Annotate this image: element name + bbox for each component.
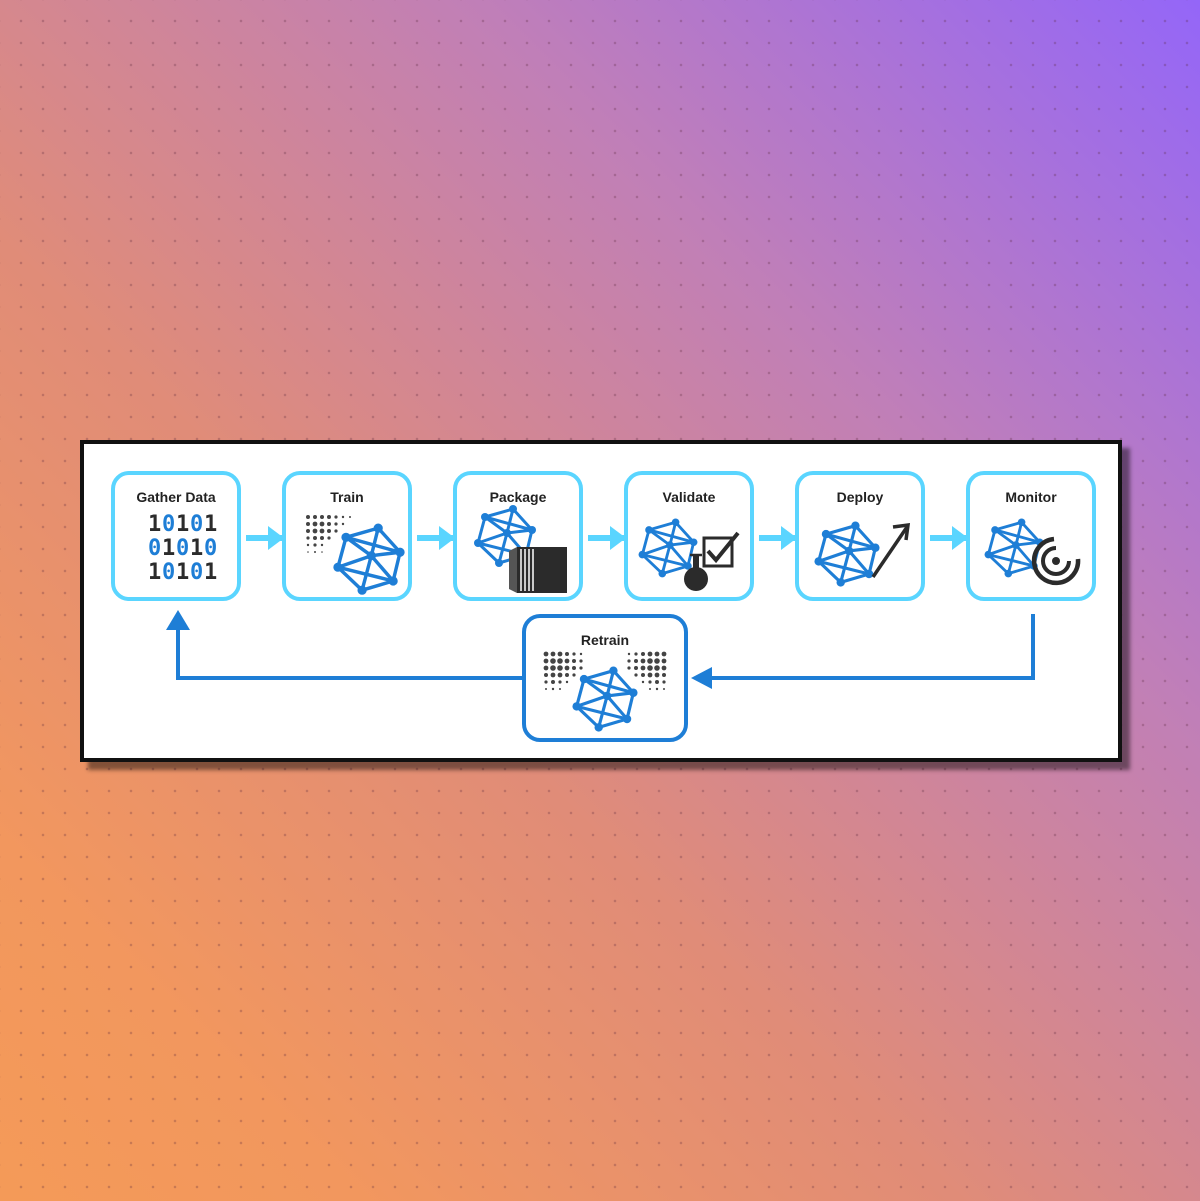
feedback-loop (176, 614, 1035, 680)
network-graph (638, 518, 698, 578)
dot-matrix-right (627, 651, 667, 691)
feedback-arrowheads (166, 610, 712, 689)
arrow-up-right-icon (814, 521, 911, 587)
svg-text:1: 1 (204, 560, 217, 585)
stage-label: Train (330, 489, 364, 505)
radar-rings (1031, 536, 1081, 586)
shipping-container (509, 547, 567, 593)
neural-network-icon (306, 515, 405, 595)
stage-label: Package (489, 489, 547, 505)
container-icon (474, 505, 567, 593)
stage-validate: Validate (624, 471, 754, 601)
svg-text:0: 0 (190, 512, 203, 537)
svg-text:0: 0 (148, 536, 161, 561)
svg-text:0: 0 (162, 560, 175, 585)
network-graph (572, 666, 638, 732)
flask-check-icon (638, 518, 740, 591)
svg-text:1: 1 (176, 560, 189, 585)
svg-text:1: 1 (176, 512, 189, 537)
stage-package: Package (453, 471, 583, 601)
forward-arrowheads (268, 526, 968, 550)
svg-text:1: 1 (190, 536, 203, 561)
svg-text:0: 0 (204, 536, 217, 561)
svg-text:1: 1 (204, 512, 217, 537)
up-right-arrow (871, 522, 911, 578)
dot-matrix-left (543, 651, 583, 691)
neural-network-icon (543, 651, 667, 732)
arrow-retrain-to-gather (176, 626, 522, 680)
stage-label: Deploy (836, 489, 884, 505)
svg-text:0: 0 (162, 512, 175, 537)
stage-label: Gather Data (136, 489, 216, 505)
network-graph (333, 523, 405, 595)
svg-text:0: 0 (190, 560, 203, 585)
stage-label: Validate (662, 489, 716, 505)
network-graph (814, 521, 880, 587)
connectors (166, 526, 1035, 689)
stage-train: Train (282, 471, 412, 601)
svg-text:1: 1 (162, 536, 175, 561)
flask (684, 553, 708, 591)
stage-monitor: Monitor (966, 471, 1096, 601)
dot-matrix (306, 515, 351, 553)
arrow-monitor-to-retrain (708, 614, 1035, 680)
svg-text:1: 1 (148, 560, 161, 585)
stage-label: Retrain (580, 632, 630, 648)
svg-text:0: 0 (176, 536, 189, 561)
checkbox (702, 531, 740, 568)
stage-retrain: Retrain (522, 614, 688, 742)
stage-label: Monitor (1005, 489, 1057, 505)
gauge-icon (984, 518, 1081, 586)
svg-text:1: 1 (148, 512, 161, 537)
stage-deploy: Deploy (795, 471, 925, 601)
